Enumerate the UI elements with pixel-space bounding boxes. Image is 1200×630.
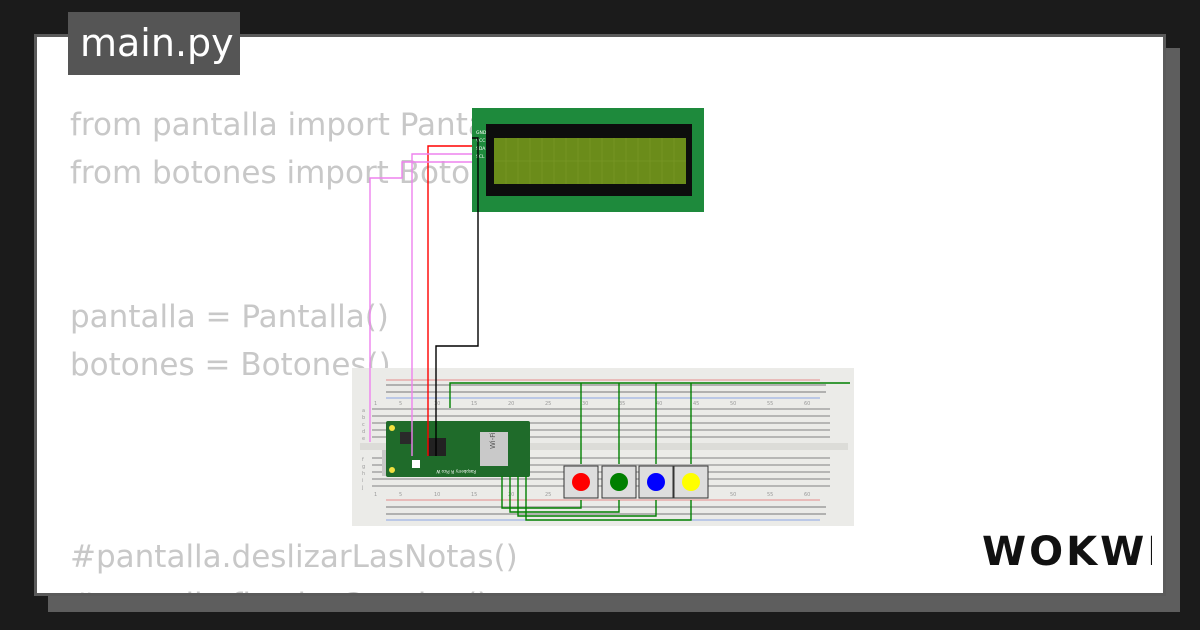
col-label: 10 — [434, 401, 440, 407]
row-label: j — [361, 485, 363, 491]
project-preview-card: from pantalla import Pantalla from boton… — [34, 34, 1166, 596]
pushbutton-blue[interactable] — [638, 465, 674, 499]
col-label: 50 — [730, 401, 736, 407]
row-label: e — [362, 436, 365, 442]
wifi-module — [480, 432, 508, 466]
wire-button-signal — [501, 476, 582, 509]
pushbutton-green[interactable] — [601, 465, 637, 499]
circuit-diagram: GND VCC SDA SCL — [352, 108, 854, 526]
mounting-hole — [389, 467, 395, 473]
pico-pcb — [386, 421, 530, 477]
push-buttons — [563, 465, 709, 499]
pushbutton-cap — [682, 473, 700, 491]
pushbutton-yellow[interactable] — [673, 465, 709, 499]
col-label: 1 — [374, 492, 377, 498]
lcd-pin-vcc: VCC — [476, 138, 485, 144]
row-label: b — [362, 415, 365, 421]
wire-scl — [369, 161, 472, 442]
row-label: a — [362, 408, 365, 414]
col-label: 15 — [471, 401, 477, 407]
col-label: 60 — [804, 492, 810, 498]
wokwi-logo: WOKWI — [982, 529, 1152, 575]
col-label: 55 — [767, 401, 773, 407]
pushbutton-red[interactable] — [563, 465, 599, 499]
code-line: #pantalla.deslizarLasNotas() — [70, 539, 518, 575]
row-label: i — [362, 478, 363, 484]
mounting-hole — [389, 425, 395, 431]
col-label: 40 — [656, 401, 662, 407]
raspberry-pi-pico-w[interactable]: Wi-Fi Raspberry Pi Pico W — [382, 421, 530, 477]
breadboard-row-labels: a b c d e f g h i j — [361, 408, 365, 491]
row-label: c — [362, 422, 365, 428]
col-label: 25 — [545, 401, 551, 407]
lcd-1602[interactable]: GND VCC SDA SCL — [472, 108, 704, 212]
col-label: 25 — [545, 492, 551, 498]
bootsel-button — [400, 432, 412, 444]
wokwi-logo-text: WOKWI — [982, 529, 1152, 575]
pushbutton-cap — [647, 473, 665, 491]
col-label: 55 — [767, 492, 773, 498]
wire-button-ground — [449, 382, 850, 408]
wire-button-signal — [517, 476, 657, 517]
code-line: pantalla = Pantalla() — [70, 299, 389, 335]
col-label: 1 — [374, 401, 377, 407]
code-line: from pantalla import Pantalla — [70, 107, 524, 143]
lcd-pin-sda: SDA — [476, 146, 486, 152]
wire-vcc — [427, 145, 472, 456]
lcd-pin-gnd: GND — [476, 130, 487, 136]
status-led — [412, 460, 420, 468]
pushbutton-cap — [610, 473, 628, 491]
col-label: 20 — [508, 492, 514, 498]
row-label: f — [362, 457, 364, 463]
breadboard-holes — [372, 384, 830, 515]
code-line: botones = Botones() — [70, 347, 391, 383]
rp2040-chip — [428, 438, 446, 456]
col-label: 50 — [730, 492, 736, 498]
col-label: 30 — [582, 401, 588, 407]
col-label: 45 — [693, 401, 699, 407]
row-label: g — [362, 464, 365, 470]
col-label: 20 — [508, 401, 514, 407]
wires — [369, 137, 850, 521]
wifi-label: Wi-Fi — [489, 432, 497, 449]
col-label: 5 — [399, 492, 402, 498]
pico-label: Raspberry Pi Pico W — [436, 469, 476, 474]
filename-tab[interactable]: main.py — [68, 12, 240, 75]
row-label: d — [362, 429, 365, 435]
col-label: 35 — [619, 401, 625, 407]
col-label: 5 — [399, 401, 402, 407]
col-label: 10 — [434, 492, 440, 498]
col-label: 15 — [471, 492, 477, 498]
wire-button-signal — [509, 476, 620, 513]
col-label: 60 — [804, 401, 810, 407]
pushbutton-cap — [572, 473, 590, 491]
lcd-character-grid — [494, 138, 686, 184]
row-label: h — [362, 471, 365, 477]
code-line: #pantalla.fin_de_Cancion() — [70, 585, 489, 593]
wire-sda — [411, 153, 472, 456]
wire-gnd — [435, 137, 479, 456]
lcd-pin-scl: SCL — [476, 154, 485, 160]
wire-button-signal — [525, 476, 692, 521]
breadboard-channel — [360, 443, 848, 450]
